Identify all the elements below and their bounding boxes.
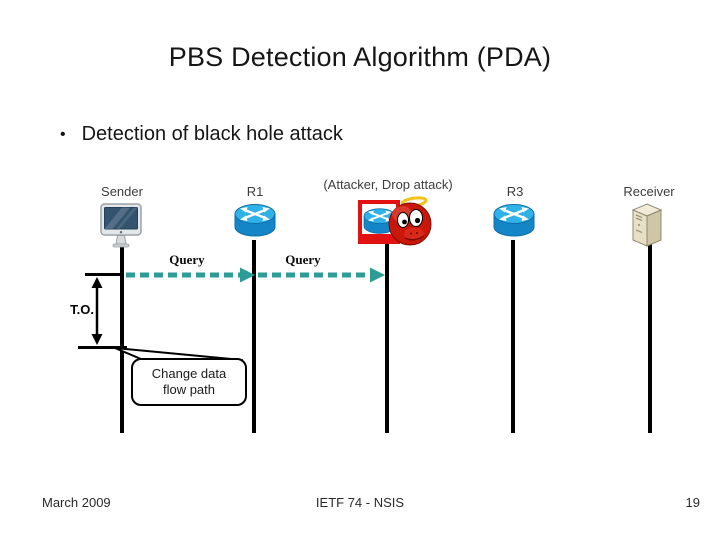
footer-conference: IETF 74 - NSIS	[315, 495, 405, 510]
lifeline-receiver	[648, 243, 652, 433]
message-label-query-2: Query	[285, 252, 321, 267]
router-icon	[492, 201, 536, 246]
callout-line-2: flow path	[162, 382, 216, 397]
lifeline-r3	[511, 240, 515, 433]
bullet-text: Detection of black hole attack	[81, 123, 343, 145]
slide-title: PBS Detection Algorithm (PDA)	[168, 42, 552, 72]
timeout-label: T.O.	[70, 302, 94, 317]
node-label-r1: R1	[246, 184, 264, 199]
node-label-sender: Sender	[101, 184, 143, 199]
node-label-attacker: (Attacker, Drop attack)	[323, 177, 453, 192]
node-label-receiver: Receiver	[623, 184, 675, 199]
lifeline-attacker	[385, 243, 389, 433]
lifeline-r1	[252, 240, 256, 433]
bullet-icon: •	[60, 126, 66, 143]
router-icon	[233, 201, 277, 246]
attacker-router-icon	[356, 195, 436, 249]
footer-page-number: 19	[685, 495, 700, 510]
timeout-arrow-up-head	[91, 277, 103, 288]
callout-line-1: Change data	[151, 366, 227, 381]
computer-icon	[100, 203, 144, 254]
server-icon	[626, 200, 668, 253]
change-data-flow-callout: Change data flow path	[131, 358, 247, 406]
lifeline-sender	[120, 245, 124, 433]
devil-icon	[383, 195, 437, 252]
query-arrow-2-head	[370, 267, 385, 283]
bullet-item: • Detection of black hole attack	[60, 123, 343, 147]
footer-date: March 2009	[42, 495, 111, 510]
message-label-query-1: Query	[169, 252, 205, 267]
node-label-r3: R3	[506, 184, 524, 199]
timeout-arrow-down-head	[91, 334, 103, 345]
